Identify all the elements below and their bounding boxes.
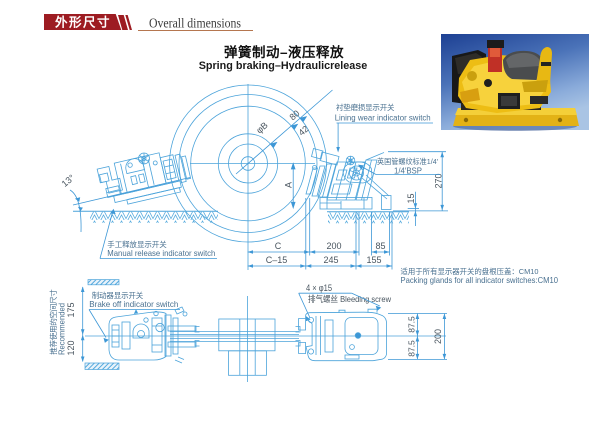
svg-text:175: 175 bbox=[66, 302, 76, 317]
svg-text:15: 15 bbox=[406, 193, 416, 203]
svg-text:4 × φ15: 4 × φ15 bbox=[306, 283, 332, 293]
svg-text:C: C bbox=[275, 241, 282, 251]
svg-text:手工释放显示开关: 手工释放显示开关 bbox=[107, 239, 167, 249]
svg-text:245: 245 bbox=[323, 255, 338, 265]
svg-text:C–15: C–15 bbox=[266, 255, 288, 265]
svg-text:Lining wear indicator switch: Lining wear indicator switch bbox=[335, 113, 431, 123]
svg-text:适用于所有显示器开关的盘根压盖：CM10: 适用于所有显示器开关的盘根压盖：CM10 bbox=[401, 266, 539, 276]
svg-text:弹簧制动–液压释放: 弹簧制动–液压释放 bbox=[224, 44, 344, 60]
svg-text:衬垫磨损显示开关: 衬垫磨损显示开关 bbox=[336, 102, 395, 112]
svg-text:φB: φB bbox=[254, 120, 269, 135]
svg-text:Packing glands for all indicat: Packing glands for all indicator switche… bbox=[401, 275, 559, 285]
svg-text:42: 42 bbox=[296, 124, 310, 138]
svg-text:推荐使用的空间尺寸: 推荐使用的空间尺寸 bbox=[48, 289, 58, 355]
svg-text:A: A bbox=[283, 182, 293, 188]
svg-text:制动器显示开关: 制动器显示开关 bbox=[92, 290, 144, 300]
svg-text:英国管螺纹标准1/4′: 英国管螺纹标准1/4′ bbox=[377, 156, 439, 166]
svg-text:Recommended: Recommended bbox=[57, 303, 67, 355]
svg-text:Brake off indicator switch: Brake off indicator switch bbox=[89, 299, 178, 309]
svg-text:排气螺丝 Bleeding screw: 排气螺丝 Bleeding screw bbox=[308, 294, 392, 304]
svg-text:200: 200 bbox=[433, 329, 443, 344]
svg-text:Manual release indicator switc: Manual release indicator switch bbox=[107, 248, 215, 258]
svg-text:87.5: 87.5 bbox=[407, 340, 417, 357]
svg-text:87.5: 87.5 bbox=[407, 316, 417, 333]
svg-text:Overall dimensions: Overall dimensions bbox=[149, 17, 241, 32]
svg-text:85: 85 bbox=[375, 241, 385, 251]
svg-text:1/4′BSP: 1/4′BSP bbox=[394, 166, 422, 176]
svg-text:120: 120 bbox=[66, 340, 76, 355]
svg-text:200: 200 bbox=[326, 241, 341, 251]
svg-text:270: 270 bbox=[433, 173, 443, 188]
svg-text:13°: 13° bbox=[60, 172, 77, 189]
svg-text:Spring braking–Hydraulicreleas: Spring braking–Hydraulicrelease bbox=[199, 60, 368, 72]
svg-text:外形尺寸: 外形尺寸 bbox=[54, 15, 111, 30]
svg-text:80: 80 bbox=[287, 108, 301, 122]
svg-text:155: 155 bbox=[366, 255, 381, 265]
